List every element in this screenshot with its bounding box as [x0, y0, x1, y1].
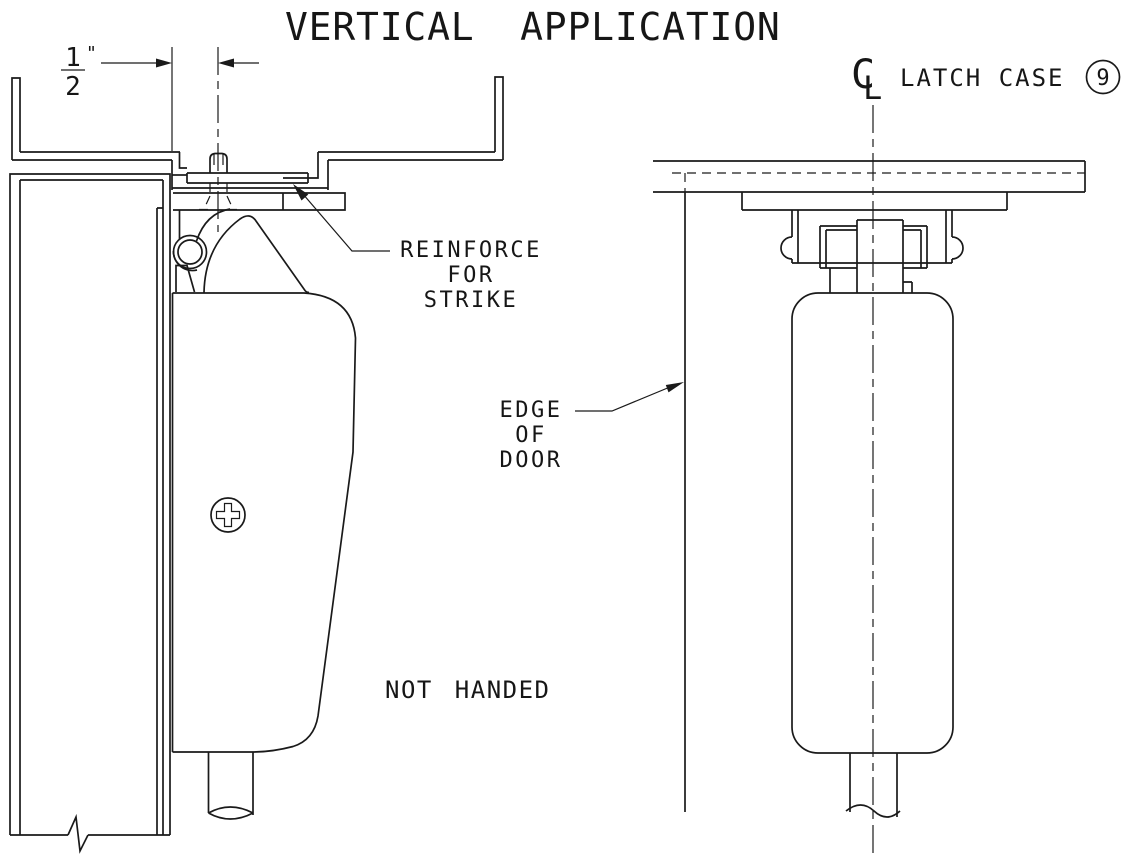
strike-bolt: [199, 152, 238, 211]
bolt-hub-assembly: [819, 219, 928, 293]
latch-case-body-side: [171, 292, 357, 820]
balloon-circle: [1085, 59, 1121, 95]
half-inch-dimension: 1 2 ": [61, 43, 259, 232]
door-section: [9, 173, 171, 854]
leader-arrow-icon: [293, 184, 309, 201]
edge-note-line2: OF: [515, 423, 547, 448]
reinforce-note-line2: FOR: [447, 263, 494, 288]
dimension-arrow-left-icon: [218, 58, 234, 68]
frame-header-section: [11, 76, 504, 190]
balloon-number: 9: [1096, 66, 1109, 91]
rod-break-symbol: [845, 804, 901, 818]
edge-of-door-note: EDGE OF DOOR: [500, 398, 563, 473]
strike-plate-section: [186, 172, 309, 184]
mounting-screw-head: [210, 497, 246, 533]
centerline-symbol-c: C: [851, 52, 875, 98]
phillips-cross-icon: [215, 502, 241, 528]
leader-arrow-icon: [665, 382, 684, 393]
roller: [177, 239, 203, 265]
centerline-symbol-l: L: [863, 69, 882, 107]
edge-of-door-leader: [575, 382, 684, 412]
strike-plate-elevation: [741, 192, 1008, 211]
right-elevation-view: C L LATCH CASE 9 EDGE OF DOOR: [500, 52, 1121, 858]
left-section-view: 1 2 ": [9, 43, 551, 854]
dimension-unit: ": [86, 43, 97, 64]
latch-case-body-front: [791, 292, 954, 818]
reinforce-leader: [293, 184, 390, 252]
dimension-denominator: 2: [65, 72, 81, 102]
spindle-rod: [849, 753, 898, 817]
dimension-arrow-right-icon: [156, 58, 172, 68]
break-line-icon: [67, 813, 89, 854]
latch-case-label: LATCH CASE: [900, 64, 1065, 92]
roller-holder: [780, 210, 964, 264]
drawing-title: VERTICAL APPLICATION: [285, 5, 781, 49]
latch-blade: [203, 215, 310, 294]
blade-upper-curve: [195, 208, 231, 242]
latch-case-callout: C L LATCH CASE 9: [851, 52, 1121, 107]
reinforce-note: REINFORCE FOR STRIKE: [400, 238, 542, 313]
not-handed-note: NOT HANDED: [385, 676, 551, 704]
reinforce-note-line3: STRIKE: [424, 288, 518, 313]
latch-bolt-assembly: [172, 208, 310, 294]
reinforce-plate: [173, 192, 346, 211]
frame-header-elevation: [653, 160, 1086, 193]
rod-break-symbol: [208, 806, 254, 820]
dimension-numerator: 1: [65, 43, 81, 73]
edge-note-line1: EDGE: [500, 398, 563, 423]
blade-catch: [175, 264, 196, 293]
edge-note-line3: DOOR: [500, 448, 563, 473]
spindle-rod: [207, 752, 254, 815]
reinforce-note-line1: REINFORCE: [400, 238, 542, 263]
